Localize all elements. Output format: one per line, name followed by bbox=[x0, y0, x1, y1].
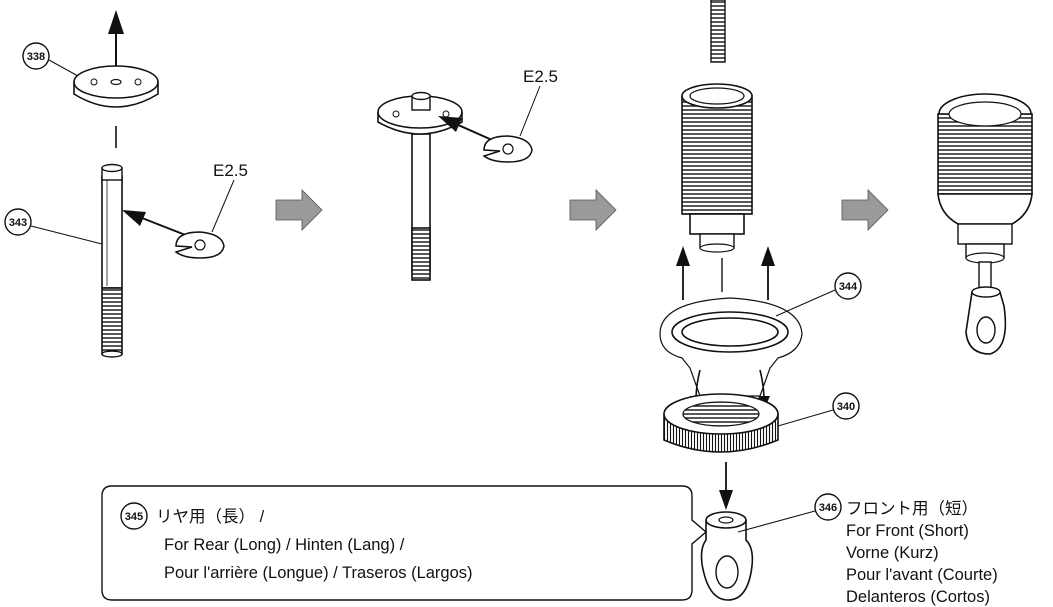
svg-text:340: 340 bbox=[837, 401, 855, 413]
shaft-343 bbox=[101, 163, 123, 358]
callout-front-line2: For Front (Short) bbox=[846, 522, 969, 540]
callout-front-line3: Vorne (Kurz) bbox=[846, 544, 939, 562]
callout-front-line5: Delanteros (Cortos) bbox=[846, 588, 990, 606]
rod-end bbox=[700, 511, 754, 601]
collar-340 bbox=[663, 393, 779, 453]
step-2-group bbox=[377, 85, 541, 281]
part-circle-345 bbox=[120, 502, 148, 530]
process-arrow-3 bbox=[841, 189, 889, 231]
svg-text:343: 343 bbox=[9, 217, 27, 229]
callout-front-line1: フロント用（短） bbox=[846, 499, 978, 518]
leader-clip-left bbox=[211, 179, 235, 233]
step-3-group bbox=[659, 0, 803, 601]
shaft-with-piston bbox=[377, 91, 463, 281]
rod-end-assembled bbox=[965, 286, 1007, 355]
o-ring-344 bbox=[659, 297, 803, 397]
part-label-343: 343 bbox=[4, 208, 103, 245]
up-arrows-cylinder bbox=[676, 246, 775, 300]
callout-rear-line3: Pour l'arrière (Longue) / Traseros (Larg… bbox=[164, 564, 473, 582]
callout-rear-line1: リヤ用（長） / bbox=[156, 507, 265, 526]
shaft-top-thread bbox=[710, 0, 726, 63]
part-label-344: 344 bbox=[775, 272, 862, 317]
e-clip-left bbox=[174, 231, 225, 259]
down-arrow-rod-end bbox=[719, 462, 733, 510]
svg-text:346: 346 bbox=[819, 502, 837, 514]
step-1-group bbox=[73, 10, 235, 358]
process-arrow-1 bbox=[275, 189, 323, 231]
e-clip-middle bbox=[482, 135, 533, 163]
part-label-346: 346 bbox=[737, 493, 842, 533]
shock-cylinder bbox=[681, 83, 753, 253]
callout-front-line4: Pour l'avant (Courte) bbox=[846, 566, 998, 584]
svg-text:344: 344 bbox=[839, 281, 858, 293]
part-label-338: 338 bbox=[22, 42, 79, 77]
leader-clip-middle bbox=[519, 85, 541, 137]
piston-338 bbox=[73, 65, 159, 108]
callout-rear-line2: For Rear (Long) / Hinten (Lang) / bbox=[164, 536, 405, 554]
clip-size-label-left: E2.5 bbox=[213, 161, 248, 180]
process-arrow-2 bbox=[569, 189, 617, 231]
clip-insert-arrow-middle bbox=[438, 116, 493, 141]
step-4-assembled bbox=[937, 93, 1033, 355]
clip-size-label-middle: E2.5 bbox=[523, 67, 558, 86]
clip-insert-arrow-left bbox=[122, 210, 189, 237]
svg-text:338: 338 bbox=[27, 51, 45, 63]
callout-rear: 345 リヤ用（長） / For Rear (Long) / Hinten (L… bbox=[101, 485, 708, 601]
part-number-345: 345 bbox=[125, 511, 143, 523]
callout-front: フロント用（短） For Front (Short) Vorne (Kurz) … bbox=[846, 499, 998, 606]
part-label-340: 340 bbox=[777, 392, 860, 427]
